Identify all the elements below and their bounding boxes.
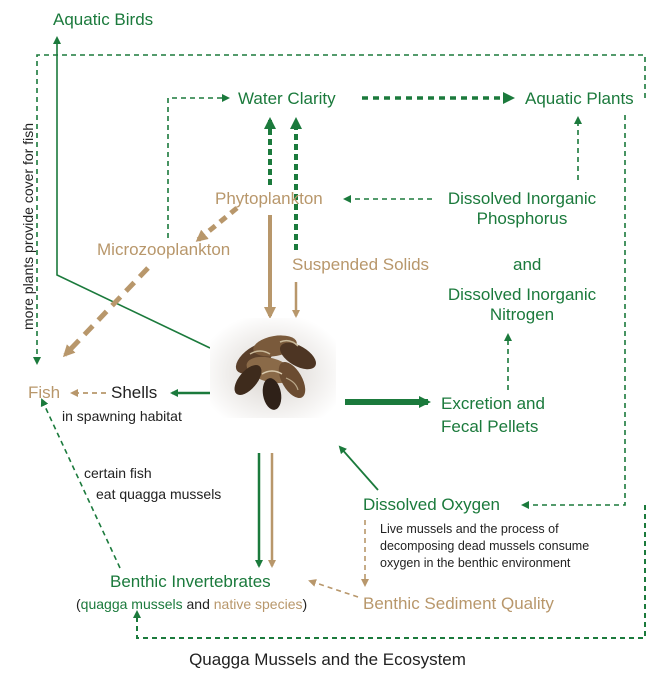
node-benthic-invertebrates: Benthic Invertebrates xyxy=(110,572,271,591)
arrow-plants-to-oxygen xyxy=(521,115,626,509)
live-mussels-line-3: oxygen in the benthic environment xyxy=(380,556,571,570)
node-microzooplankton: Microzooplankton xyxy=(97,240,231,259)
subtitle-close-paren: ) xyxy=(302,596,308,612)
node-excretion: Excretion and Fecal Pellets xyxy=(441,394,545,438)
node-aquatic-birds: Aquatic Birds xyxy=(53,10,154,29)
arrow-phyto-to-microzoo xyxy=(195,206,239,242)
annotation-spawning-habitat: in spawning habitat xyxy=(62,408,182,424)
certain-fish-line-1: certain fish xyxy=(84,465,152,481)
dip-line-2: Phosphorus xyxy=(476,209,568,229)
diagram-caption: Quagga Mussels and the Ecosystem xyxy=(189,650,466,669)
arrow-sediment-to-benthic xyxy=(308,579,359,598)
live-mussels-line-1: Live mussels and the process of xyxy=(380,522,559,536)
node-water-clarity: Water Clarity xyxy=(238,89,336,108)
subtitle-and: and xyxy=(182,596,214,612)
excretion-line-2: Fecal Pellets xyxy=(441,417,539,437)
node-dissolved-inorganic-nitrogen: Dissolved Inorganic Nitrogen xyxy=(437,285,607,326)
node-shells: Shells xyxy=(111,383,158,402)
label-and: and xyxy=(513,255,542,274)
arrow-mussels-to-birds xyxy=(53,36,211,349)
subtitle-native-species: native species xyxy=(213,596,303,612)
dip-line-1: Dissolved Inorganic xyxy=(447,189,597,208)
subtitle-open-paren: ( xyxy=(76,596,81,612)
node-suspended-solids: Suspended Solids xyxy=(292,255,430,274)
annotation-plants-cover-fish: more plants provide cover for fish xyxy=(20,123,36,330)
excretion-line-1: Excretion and xyxy=(441,394,545,413)
node-fish: Fish xyxy=(28,383,61,402)
arrow-plants-to-fish xyxy=(33,54,646,365)
node-aquatic-plants: Aquatic Plants xyxy=(525,89,634,108)
quagga-mussel-cluster-image xyxy=(210,318,336,418)
arrow-to-benthic-invertebrates xyxy=(133,505,646,639)
certain-fish-line-2: eat quagga mussels xyxy=(96,485,222,502)
node-phytoplankton: Phytoplankton xyxy=(215,189,323,208)
annotation-live-mussels: Live mussels and the process of decompos… xyxy=(380,522,589,571)
subtitle-quagga-mussels: quagga mussels xyxy=(80,596,183,612)
arrow-microzoo-to-fish xyxy=(62,266,150,358)
benthic-invertebrates-subtitle: (quagga mussels and native species) xyxy=(76,596,307,613)
arrow-benthic-to-fish xyxy=(40,398,121,569)
node-dissolved-inorganic-phosphorus: Dissolved Inorganic Phosphorus xyxy=(437,189,607,230)
annotation-certain-fish: certain fish eat quagga mussels xyxy=(84,465,221,503)
node-dissolved-oxygen: Dissolved Oxygen xyxy=(363,495,501,514)
node-benthic-sediment-quality: Benthic Sediment Quality xyxy=(363,594,554,613)
arrow-oxygen-to-mussels xyxy=(338,445,379,491)
arrow-microzoo-to-clarity xyxy=(167,94,230,238)
din-line-2: Nitrogen xyxy=(489,305,555,325)
live-mussels-line-2: decomposing dead mussels consume xyxy=(380,539,590,553)
din-line-1: Dissolved Inorganic xyxy=(447,285,597,304)
